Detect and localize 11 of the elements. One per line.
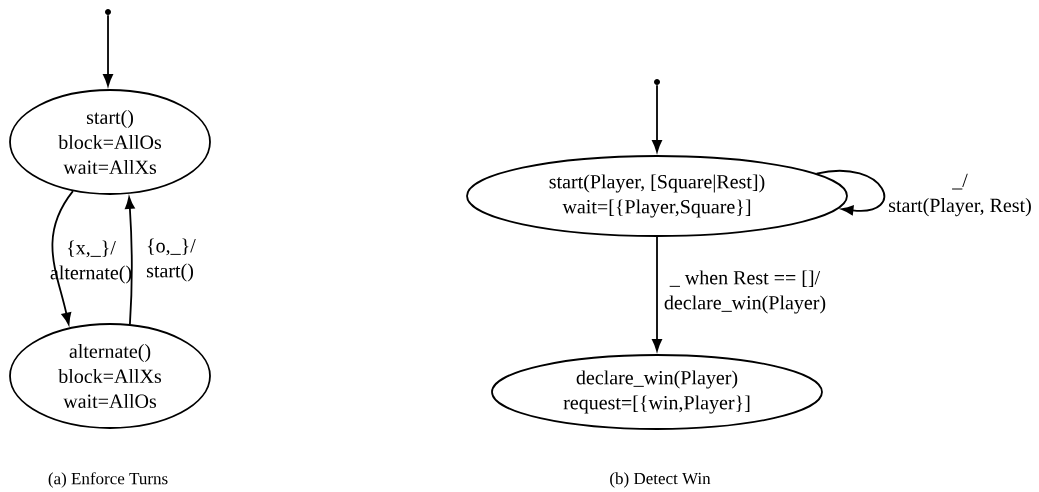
arrow [815, 170, 885, 216]
arrow [51, 190, 74, 325]
arrow [652, 236, 662, 352]
caption: (a) Enforce Turns [48, 472, 168, 488]
arrow [652, 84, 662, 153]
edge-label: _ when Rest == []/ declare_win(Player) [664, 270, 826, 314]
edge-label: {o,_}/ start() [146, 238, 196, 282]
arrow [103, 14, 113, 87]
edge-label: _/ start(Player, Rest) [889, 173, 1031, 217]
caption: (b) Detect Win [610, 472, 711, 488]
arrow [125, 196, 135, 326]
